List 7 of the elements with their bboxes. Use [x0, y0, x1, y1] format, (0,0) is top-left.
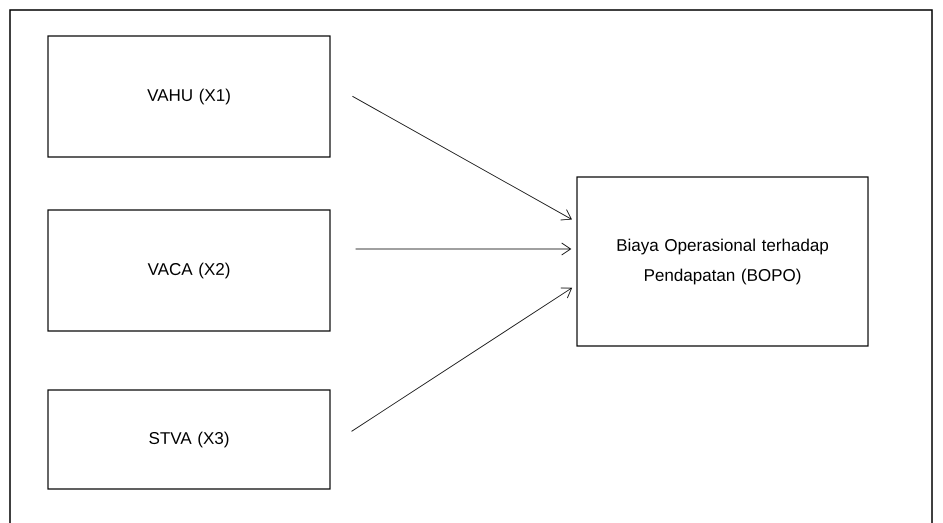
- variable-box: VAHU (X1): [47, 35, 331, 158]
- variable-box: Biaya Operasional terhadap Pendapatan (BOPO): [576, 176, 869, 347]
- arrow: [355, 242, 572, 256]
- variable-box: STVA (X3): [47, 389, 331, 490]
- arrow: [351, 288, 572, 432]
- arrow: [352, 96, 572, 220]
- variable-box: VACA (X2): [47, 209, 331, 332]
